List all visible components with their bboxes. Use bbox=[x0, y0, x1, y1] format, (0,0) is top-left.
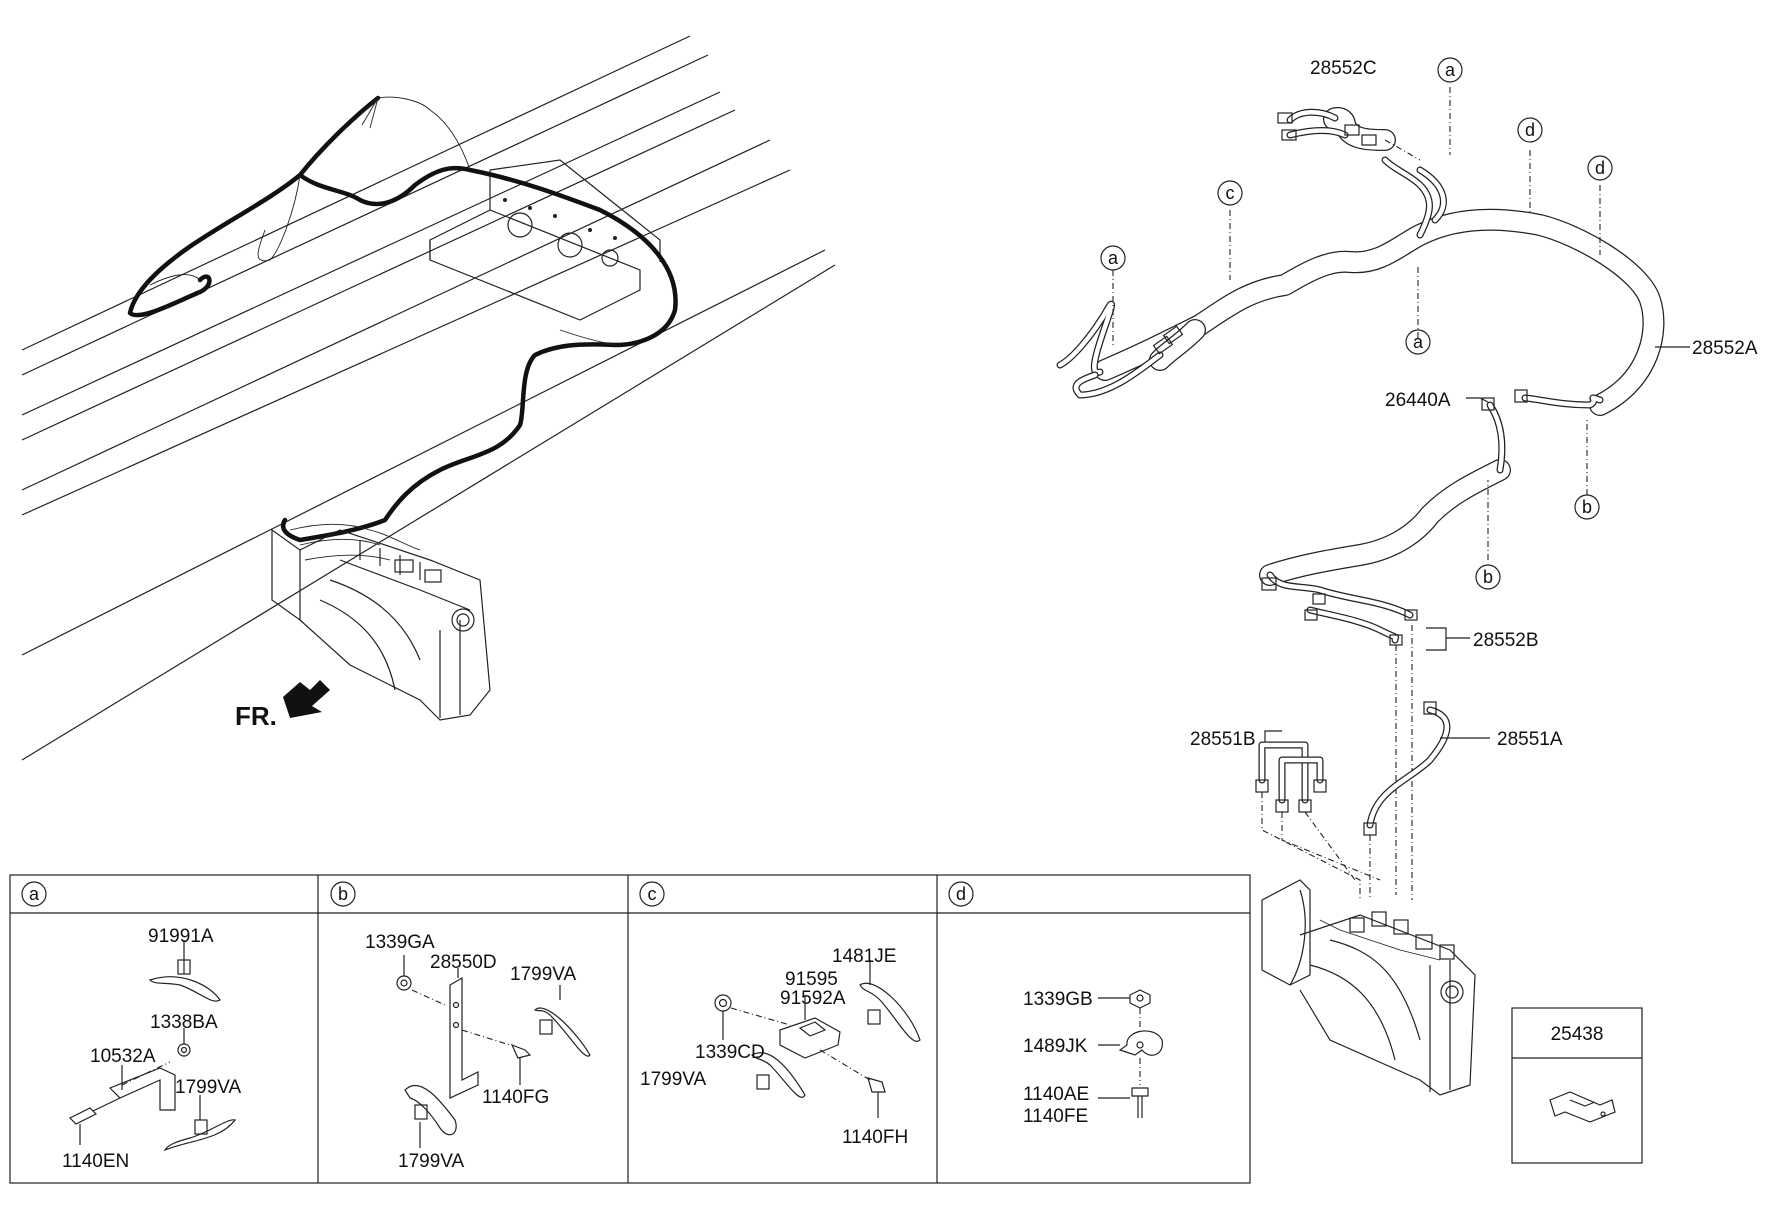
svg-text:a: a bbox=[29, 884, 40, 904]
svg-text:b: b bbox=[338, 884, 348, 904]
callout-26440A: 26440A bbox=[1385, 390, 1451, 411]
circle-ref-a3: a bbox=[1405, 329, 1431, 355]
svg-text:a: a bbox=[1413, 332, 1424, 352]
callout-28552C: 28552C bbox=[1310, 58, 1377, 79]
svg-text:a: a bbox=[1108, 248, 1119, 268]
part-1799VA-b1: 1799VA bbox=[510, 964, 577, 985]
circle-ref-b1: b bbox=[1574, 494, 1600, 520]
part-1481JE: 1481JE bbox=[832, 946, 896, 967]
panel-d-drawings bbox=[1098, 989, 1163, 1118]
front-direction-marker: FR. bbox=[235, 680, 330, 731]
panel-d-header: d bbox=[948, 881, 974, 907]
fuel-tank-unit bbox=[271, 523, 491, 721]
part-1140EN: 1140EN bbox=[62, 1151, 129, 1172]
cross-member bbox=[429, 159, 661, 321]
part-1140FE: 1140FE bbox=[1023, 1106, 1088, 1127]
vehicle-frame-view: FR. bbox=[21, 35, 836, 761]
line-assembly-view bbox=[1056, 87, 1690, 1096]
circle-ref-d2: d bbox=[1587, 155, 1613, 181]
circle-ref-a1: a bbox=[1100, 245, 1126, 271]
part-1339GA: 1339GA bbox=[365, 932, 435, 953]
wiring-harness bbox=[127, 95, 678, 543]
circle-ref-b2: b bbox=[1475, 564, 1501, 590]
part-91595: 91595 bbox=[785, 969, 838, 990]
panel-a-drawings bbox=[68, 940, 237, 1152]
part-1140AE: 1140AE bbox=[1023, 1084, 1089, 1105]
part-1339CD: 1339CD bbox=[695, 1042, 765, 1063]
part-28550D: 28550D bbox=[430, 952, 497, 973]
callout-28552A: 28552A bbox=[1692, 338, 1758, 359]
svg-text:d: d bbox=[956, 884, 966, 904]
panel-c-drawings bbox=[714, 960, 921, 1118]
svg-text:c: c bbox=[1226, 183, 1235, 203]
svg-text:a: a bbox=[1445, 60, 1456, 80]
front-label: FR. bbox=[235, 701, 277, 731]
part-91592A: 91592A bbox=[780, 988, 846, 1009]
part-1338BA: 1338BA bbox=[150, 1012, 218, 1033]
part-25438-label: 25438 bbox=[1551, 1024, 1604, 1045]
part-1339GB: 1339GB bbox=[1023, 989, 1093, 1010]
callout-28551A: 28551A bbox=[1497, 729, 1563, 750]
circle-ref-a2: a bbox=[1437, 57, 1463, 83]
circle-ref-d1: d bbox=[1517, 117, 1543, 143]
part-1799VA-b2: 1799VA bbox=[398, 1151, 465, 1172]
detail-panels: a b c d bbox=[9, 874, 1251, 1184]
panel-b-header: b bbox=[330, 881, 356, 907]
svg-text:d: d bbox=[1595, 158, 1605, 178]
callout-28551B: 28551B bbox=[1190, 729, 1256, 750]
panel-b-drawings bbox=[396, 955, 591, 1148]
callout-28552B: 28552B bbox=[1473, 630, 1539, 651]
svg-text:c: c bbox=[648, 884, 657, 904]
connector-28552C bbox=[1277, 107, 1421, 161]
part-10532A: 10532A bbox=[90, 1046, 156, 1067]
circle-ref-c1: c bbox=[1217, 180, 1243, 206]
part-box-25438: 25438 bbox=[1511, 1007, 1643, 1164]
part-1489JK: 1489JK bbox=[1023, 1036, 1088, 1057]
svg-text:d: d bbox=[1525, 120, 1535, 140]
part-1799VA-a: 1799VA bbox=[175, 1077, 242, 1098]
part-1140FG: 1140FG bbox=[482, 1087, 549, 1108]
svg-text:b: b bbox=[1483, 567, 1493, 587]
panel-a-header: a bbox=[21, 881, 47, 907]
panel-c-header: c bbox=[639, 881, 665, 907]
part-91991A: 91991A bbox=[148, 926, 214, 947]
part-1140FH: 1140FH bbox=[842, 1127, 908, 1148]
part-1799VA-c: 1799VA bbox=[640, 1069, 707, 1090]
svg-text:b: b bbox=[1582, 497, 1592, 517]
hydraulic-unit bbox=[1261, 879, 1476, 1096]
